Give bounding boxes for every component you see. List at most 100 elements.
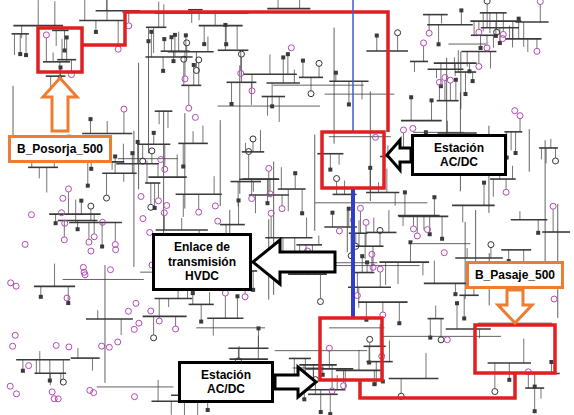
network-wire <box>14 34 15 55</box>
network-wire <box>373 218 374 233</box>
network-wire <box>255 195 256 213</box>
network-wire <box>490 178 516 180</box>
network-wire <box>382 302 383 312</box>
generator-symbol <box>367 336 373 342</box>
network-wire <box>294 70 295 83</box>
network-wire <box>296 244 322 246</box>
generator-symbol <box>372 134 378 140</box>
network-wire <box>467 248 468 258</box>
network-wire <box>319 66 320 77</box>
network-wire <box>370 91 371 201</box>
network-wire <box>278 188 306 190</box>
generator-symbol <box>238 51 244 57</box>
generator-symbol <box>28 212 34 218</box>
network-wire <box>21 26 22 39</box>
generator-symbol <box>161 210 167 216</box>
highlight-frame <box>322 132 384 188</box>
network-wire <box>539 147 558 149</box>
network-wire <box>339 154 340 165</box>
network-wire <box>237 26 238 50</box>
network-wire <box>314 135 315 231</box>
network-wire <box>36 360 37 374</box>
network-wire <box>379 261 429 263</box>
generator-symbol <box>288 45 294 51</box>
breaker-symbol <box>181 165 185 169</box>
network-wire <box>64 221 65 237</box>
network-wire <box>92 358 93 370</box>
breaker-symbol <box>146 39 150 43</box>
breaker-symbol <box>533 409 537 413</box>
hvdc-line <box>351 188 355 318</box>
network-wire <box>441 15 442 24</box>
generator-symbol <box>62 220 68 226</box>
breaker-symbol <box>18 52 22 56</box>
network-wire <box>441 319 442 337</box>
generator-symbol <box>537 0 543 5</box>
network-wire <box>253 271 254 290</box>
network-wire <box>198 194 199 209</box>
network-wire <box>270 179 271 191</box>
generator-symbol <box>436 79 442 85</box>
generator-symbol <box>246 149 252 155</box>
generator-symbol <box>86 239 92 245</box>
network-wire <box>137 142 138 164</box>
generator-symbol <box>193 67 199 73</box>
callout-text: B_Posorja_500 <box>17 142 103 156</box>
breaker-symbol <box>256 326 260 330</box>
network-wire <box>184 52 185 76</box>
generator-symbol <box>192 114 198 120</box>
network-wire <box>104 265 105 383</box>
generator-symbol <box>370 264 376 270</box>
generator-symbol <box>60 379 66 385</box>
network-wire <box>204 26 205 44</box>
network-wire <box>267 97 268 116</box>
network-wire <box>177 154 178 177</box>
generator-symbol <box>369 251 375 257</box>
network-wire <box>512 28 513 48</box>
network-wire <box>178 32 179 51</box>
breaker-symbol <box>286 52 290 56</box>
network-wire <box>278 0 279 9</box>
generator-symbol <box>138 193 144 199</box>
breaker-symbol <box>517 17 521 21</box>
generator-symbol <box>316 60 322 66</box>
network-wire <box>39 167 40 178</box>
bus-callout: B_Posorja_500 <box>8 135 112 163</box>
network-wire <box>267 8 310 10</box>
generator-symbol <box>13 391 19 397</box>
network-wire <box>446 328 491 330</box>
network-wire <box>369 342 370 361</box>
breaker-symbol <box>202 42 206 46</box>
generator-symbol <box>357 205 363 211</box>
ac-line <box>82 12 388 132</box>
generator-symbol <box>12 332 18 338</box>
breaker-symbol <box>463 92 467 96</box>
generator-symbol <box>341 383 347 389</box>
generator-symbol <box>492 389 498 395</box>
network-wire <box>26 34 27 55</box>
breaker-symbol <box>375 34 379 38</box>
network-wire <box>490 248 491 258</box>
network-wire <box>318 235 319 244</box>
network-wire <box>542 231 570 233</box>
network-wire <box>118 20 119 46</box>
network-wire <box>87 162 88 186</box>
generator-symbol <box>7 383 13 389</box>
network-wire <box>302 61 303 78</box>
network-wire <box>434 197 435 215</box>
network-wire <box>413 243 471 244</box>
network-wire <box>465 72 466 94</box>
network-wire <box>399 302 400 323</box>
generator-symbol <box>10 343 16 349</box>
breaker-symbol <box>162 37 166 41</box>
generator-symbol <box>212 203 218 209</box>
breaker-symbol <box>319 410 323 414</box>
network-wire <box>181 218 182 230</box>
breaker-symbol <box>237 198 241 202</box>
network-wire <box>362 256 363 272</box>
network-wire <box>489 13 490 33</box>
generator-symbol <box>156 318 162 324</box>
network-wire <box>504 131 522 133</box>
generator-symbol <box>424 227 430 233</box>
network-wire <box>474 21 475 35</box>
